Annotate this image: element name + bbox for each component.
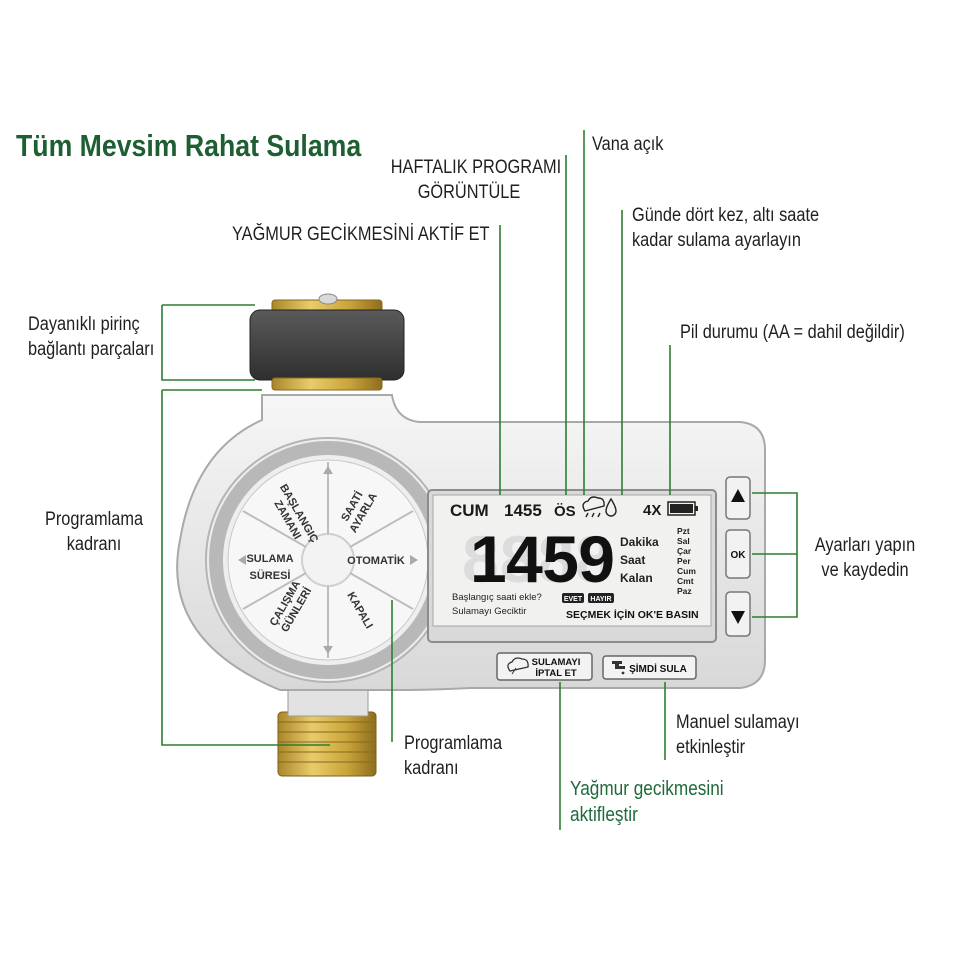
- lcd-big-digits: 1459: [470, 522, 615, 596]
- lcd-day: CUM: [450, 501, 489, 520]
- label-prog-dial-bottom-line1: Programlama: [404, 733, 503, 754]
- black-coupling-nut: [249, 309, 405, 381]
- leader-lines: [161, 130, 798, 830]
- label-prog-dial-left-line1: Programlama: [44, 509, 144, 530]
- label-rain-delay-green-line1: Yağmur gecikmesini: [570, 778, 724, 800]
- lcd-unit-remaining: Kalan: [620, 571, 653, 585]
- lower-brass-ring: [271, 377, 383, 391]
- down-button[interactable]: [725, 591, 751, 637]
- label-four-times-line1: Günde dört kez, altı saate: [632, 205, 820, 226]
- label-prog-dial-bottom-line2: kadranı: [404, 758, 459, 779]
- dial-arrow-left: [238, 555, 246, 565]
- lcd-day-item: Sal: [677, 536, 690, 546]
- lcd-day-item: Pzt: [677, 526, 690, 536]
- lcd-day-list: Pzt Sal Çar Per Cum Cmt Paz: [677, 526, 696, 596]
- lcd-day-item: Cmt: [677, 576, 694, 586]
- label-battery: Pil durumu (AA = dahil değildir): [680, 322, 905, 343]
- label-prog-dial-left: Programlama kadranı: [39, 507, 149, 557]
- lcd-multiplier: 4X: [643, 502, 661, 519]
- lcd-yes: EVET: [564, 596, 583, 603]
- lcd-day-item: Cum: [677, 566, 696, 576]
- bottom-neck: [287, 689, 369, 717]
- label-weekly-program: HAFTALIK PROGRAMI GÖRÜNTÜLE: [390, 155, 562, 205]
- water-now-button[interactable]: ŞİMDİ SULA: [602, 655, 697, 680]
- lcd-pm: ÖS: [554, 503, 576, 520]
- lcd-unit-minute: Dakika: [620, 535, 659, 549]
- page-title: Tüm Mevsim Rahat Sulama: [16, 128, 362, 163]
- label-rain-delay-activate: YAĞMUR GECİKMESİNİ AKTİF ET: [232, 224, 490, 245]
- arrow-up-icon[interactable]: [731, 489, 745, 502]
- label-adjust-save: Ayarları yapın ve kaydedin: [809, 533, 921, 583]
- lcd-ghost-digits: 8888: [462, 522, 612, 596]
- label-valve-open: Vana açık: [592, 134, 664, 155]
- top-knob: [318, 293, 338, 305]
- lcd-screen: [432, 494, 712, 627]
- battery-icon: [667, 501, 698, 516]
- label-four-times: Günde dört kez, altı saate kadar sulama …: [632, 203, 819, 253]
- lcd-day-item: Per: [677, 556, 691, 566]
- lcd-yes-badge: [562, 593, 584, 603]
- lcd-day-item: Çar: [677, 546, 692, 556]
- water-now-label[interactable]: ŞİMDİ SULA: [629, 662, 687, 675]
- lcd-no-badge: [588, 593, 614, 603]
- label-brass-fittings: Dayanıklı pirinç bağlantı parçaları: [28, 312, 154, 362]
- label-manual-watering: Manuel sulamayı etkinleştir: [676, 710, 800, 760]
- lcd-add-start-time: Başlangıç saati ekle?: [452, 592, 542, 603]
- lcd-press-ok: SEÇMEK İÇİN OK'E BASIN: [566, 608, 699, 621]
- cancel-label-2[interactable]: İPTAL ET: [535, 668, 577, 679]
- lcd-unit-hour: Saat: [620, 553, 645, 567]
- label-adjust-save-line1: Ayarları yapın: [814, 535, 916, 556]
- label-prog-dial-bottom: Programlama kadranı: [404, 731, 502, 781]
- dial-arrow-right: [410, 555, 418, 565]
- label-brass-fittings-line2: bağlantı parçaları: [28, 339, 155, 360]
- dial-auto: OTOMATİK: [347, 554, 405, 567]
- label-prog-dial-left-line2: kadranı: [66, 534, 122, 555]
- label-four-times-line2: kadar sulama ayarlayın: [632, 230, 801, 251]
- arrow-down-icon[interactable]: [731, 611, 745, 624]
- lcd-time-small: 1455: [504, 501, 542, 520]
- rain-cloud-icon: [582, 496, 605, 518]
- cancel-watering-button[interactable]: SULAMAYI İPTAL ET: [496, 652, 593, 681]
- label-rain-delay-green-line2: aktifleştir: [570, 804, 638, 826]
- label-manual-line2: etkinleştir: [676, 737, 746, 758]
- faucet-icon[interactable]: [612, 661, 625, 675]
- label-weekly-program-line2: GÖRÜNTÜLE: [417, 182, 521, 203]
- ok-button-label[interactable]: OK: [731, 550, 747, 561]
- dial-arrow-bottom: [323, 646, 333, 654]
- cloud-icon[interactable]: [507, 657, 529, 672]
- label-weekly-program-line1: HAFTALIK PROGRAMI: [390, 157, 562, 178]
- label-rain-delay-green: Yağmur gecikmesini aktifleştir: [570, 776, 724, 828]
- lcd-delay-watering: Sulamayı Geciktir: [452, 606, 526, 617]
- label-brass-fittings-line1: Dayanıklı pirinç: [28, 314, 140, 335]
- dial-arrow-top: [323, 466, 333, 474]
- lcd-no: HAYIR: [590, 596, 611, 603]
- lcd-day-item: Paz: [677, 586, 692, 596]
- up-button[interactable]: [725, 476, 751, 520]
- cancel-label-1[interactable]: SULAMAYI: [532, 657, 581, 668]
- label-adjust-save-line2: ve kaydedin: [821, 560, 909, 581]
- ok-button[interactable]: OK: [725, 529, 751, 579]
- water-drop-icon: [605, 497, 617, 517]
- label-manual-line1: Manuel sulamayı: [676, 712, 800, 733]
